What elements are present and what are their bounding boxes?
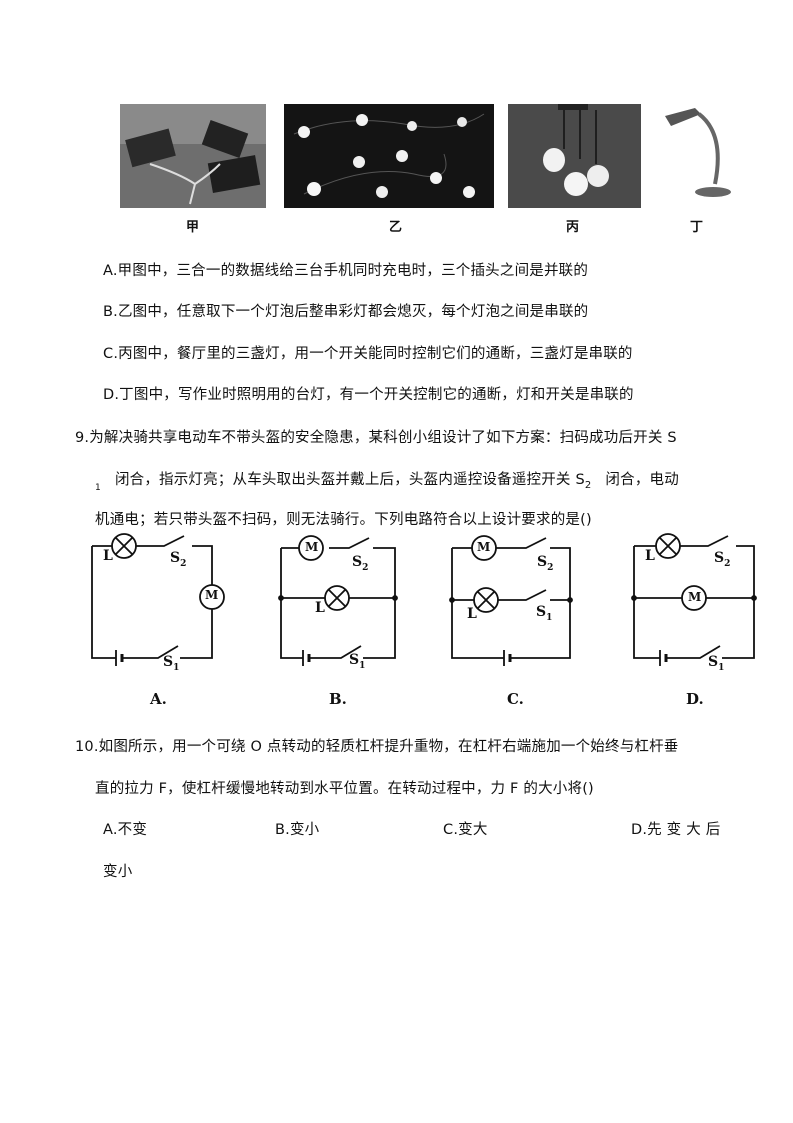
circuit-option-b: B.: [329, 690, 347, 708]
circuit-c-s2-label: S2: [537, 554, 554, 573]
q8-option-c: C.丙图中，餐厅里的三盏灯，用一个开关能同时控制它们的通断，三盏灯是串联的: [103, 346, 633, 362]
photo-ding: [655, 104, 735, 208]
q8-option-d: D.丁图中，写作业时照明用的台灯，有一个开关控制它的通断，灯和开关是串联的: [103, 387, 634, 403]
q10-line-1: 10.如图所示，用一个可绕 O 点转动的轻质杠杆提升重物，在杠杆右端施加一个始终…: [75, 739, 679, 755]
q10-option-b: B.变小: [275, 822, 320, 838]
circuit-d-s2-label: S2: [714, 550, 731, 569]
s1-subscript: 1: [95, 483, 101, 493]
circuit-d-lamp-label: L: [645, 548, 655, 564]
circuit-option-a: A.: [150, 690, 167, 708]
circuit-d: [631, 533, 757, 666]
desk-lamp-image: [665, 108, 731, 197]
string-lights-image: [284, 104, 494, 208]
circuit-b-s2-label: S2: [352, 554, 369, 573]
circuit-d-motor-label: M: [688, 590, 702, 604]
circuit-option-d: D.: [686, 690, 704, 708]
circuit-c: [449, 535, 573, 666]
q9-line-1: 9.为解决骑共享电动车不带头盔的安全隐患，某科创小组设计了如下方案：扫码成功后开…: [75, 430, 677, 446]
circuit-c-lamp-label: L: [467, 606, 477, 622]
pendant-lamps-image: [508, 104, 641, 208]
circuit-b-lamp-label: L: [315, 600, 325, 616]
circuit-a-lamp-label: L: [103, 548, 113, 564]
circuit-a-s1-label: S1: [163, 654, 180, 673]
phone-chargers-image: [120, 104, 266, 208]
s2-subscript: 2: [584, 479, 592, 491]
photo-yi: [284, 104, 494, 208]
circuit-diagrams: [91, 533, 757, 666]
q10-option-d: D.先 变 大 后: [631, 822, 721, 838]
q9-line-2-a: 闭合，指示灯亮；从车头取出头盔并戴上后，头盔内遥控设备遥控开关 S: [114, 472, 585, 488]
q8-option-b: B.乙图中，任意取下一个灯泡后整串彩灯都会熄灭，每个灯泡之间是串联的: [103, 304, 589, 320]
caption-bing: 丙: [566, 220, 580, 235]
circuit-b-s1-label: S1: [349, 652, 366, 671]
circuit-option-c: C.: [507, 690, 524, 708]
caption-yi: 乙: [389, 220, 403, 235]
q10-option-d-wrap: 变小: [103, 864, 133, 880]
circuit-a: [91, 533, 225, 666]
caption-ding: 丁: [690, 220, 704, 235]
circuit-c-motor-label: M: [477, 540, 491, 554]
circuit-a-motor-label: M: [205, 588, 219, 602]
caption-jia: 甲: [186, 220, 200, 235]
q10-option-a: A.不变: [103, 822, 148, 838]
circuit-d-s1-label: S1: [708, 654, 725, 673]
circuit-b: [278, 535, 398, 666]
circuit-c-s1-label: S1: [536, 604, 553, 623]
q10-line-2: 直的拉力 F，使杠杆缓慢地转动到水平位置。在转动过程中，力 F 的大小将(): [95, 781, 594, 797]
q8-option-a: A.甲图中，三合一的数据线给三台手机同时充电时，三个插头之间是并联的: [103, 263, 589, 279]
photo-jia: [120, 104, 266, 208]
q9-line-3: 机通电；若只带头盔不扫码，则无法骑行。下列电路符合以上设计要求的是(): [95, 512, 592, 528]
q9-line-2: 1 闭合，指示灯亮；从车头取出头盔并戴上后，头盔内遥控设备遥控开关 S2 闭合，电动: [95, 468, 679, 493]
circuit-b-motor-label: M: [305, 540, 319, 554]
q10-option-c: C.变大: [443, 822, 488, 838]
circuit-a-s2-label: S2: [170, 550, 187, 569]
photo-bing: [508, 104, 641, 208]
q9-line-2-b: 闭合，电动: [605, 472, 679, 488]
